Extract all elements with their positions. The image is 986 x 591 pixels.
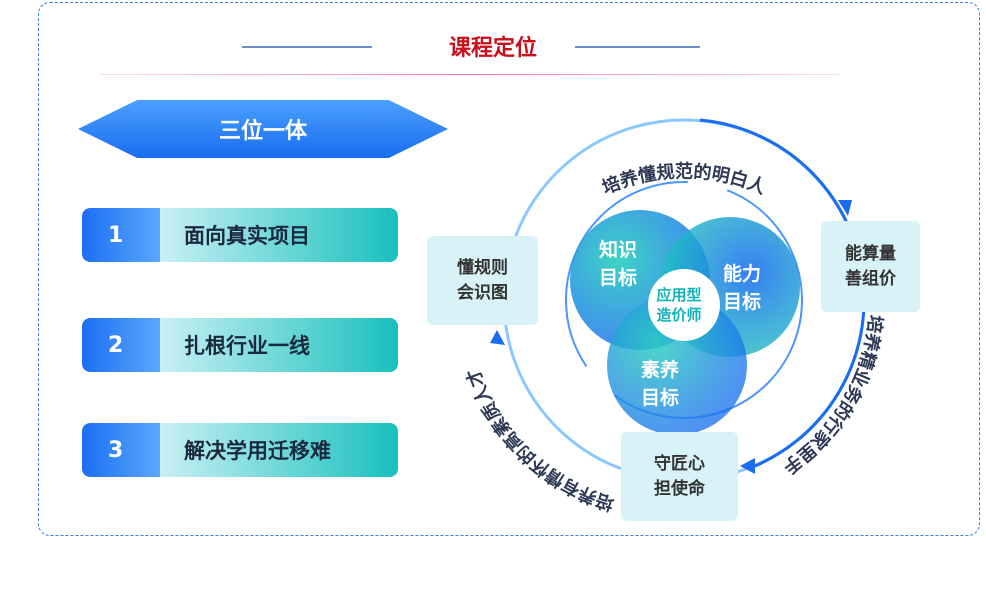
box-line: 能算量 <box>845 243 896 264</box>
box-rules: 懂规则会识图 <box>427 236 538 325</box>
box-calculation: 能算量善组价 <box>821 221 920 312</box>
box-line: 善组价 <box>845 268 896 289</box>
banner-three-in-one: 三位一体 <box>78 100 448 158</box>
item-label: 面向真实项目 <box>160 208 398 262</box>
title-line-right <box>575 46 700 48</box>
knowledge-goal-line1: 知识 <box>599 238 637 261</box>
arc-text-left: 培养有情怀的高素质人才 <box>462 365 617 515</box>
arrow-icon <box>838 200 852 216</box>
arrow-icon <box>740 458 755 474</box>
ability-goal-line1: 能力 <box>723 262 761 285</box>
item-number: 1 <box>82 208 160 262</box>
page-title: 课程定位 <box>448 36 537 61</box>
item-label: 解决学用迁移难 <box>160 423 398 477</box>
quality-goal-line2: 目标 <box>641 387 679 409</box>
divider <box>100 74 840 75</box>
item-number: 3 <box>82 423 160 477</box>
knowledge-goal-line2: 目标 <box>599 267 637 289</box>
center-label-line1: 应用型 <box>656 286 701 304</box>
svg-text:培养有情怀的高素质人才: 培养有情怀的高素质人才 <box>462 365 617 515</box>
title-line-left <box>242 46 372 48</box>
list-item: 1 面向真实项目 <box>82 208 398 262</box>
arrow-icon <box>490 330 505 345</box>
list-item: 2 扎根行业一线 <box>82 318 398 372</box>
ability-goal-line2: 目标 <box>723 291 761 313</box>
box-line: 懂规则 <box>457 257 508 278</box>
box-line: 担使命 <box>654 478 705 499</box>
item-label: 扎根行业一线 <box>160 318 398 372</box>
box-line: 守匠心 <box>654 453 705 474</box>
box-line: 会识图 <box>457 282 508 303</box>
list-item: 3 解决学用迁移难 <box>82 423 398 477</box>
svg-text:培养懂规范的明白人: 培养懂规范的明白人 <box>599 160 769 199</box>
center-circle <box>648 269 720 341</box>
box-craftsmanship: 守匠心担使命 <box>621 432 738 521</box>
center-label-line2: 造价师 <box>656 306 701 324</box>
item-number: 2 <box>82 318 160 372</box>
quality-goal-circle <box>607 295 747 435</box>
quality-goal-line1: 素养 <box>641 358 679 381</box>
arc-text-top: 培养懂规范的明白人 <box>599 160 769 199</box>
